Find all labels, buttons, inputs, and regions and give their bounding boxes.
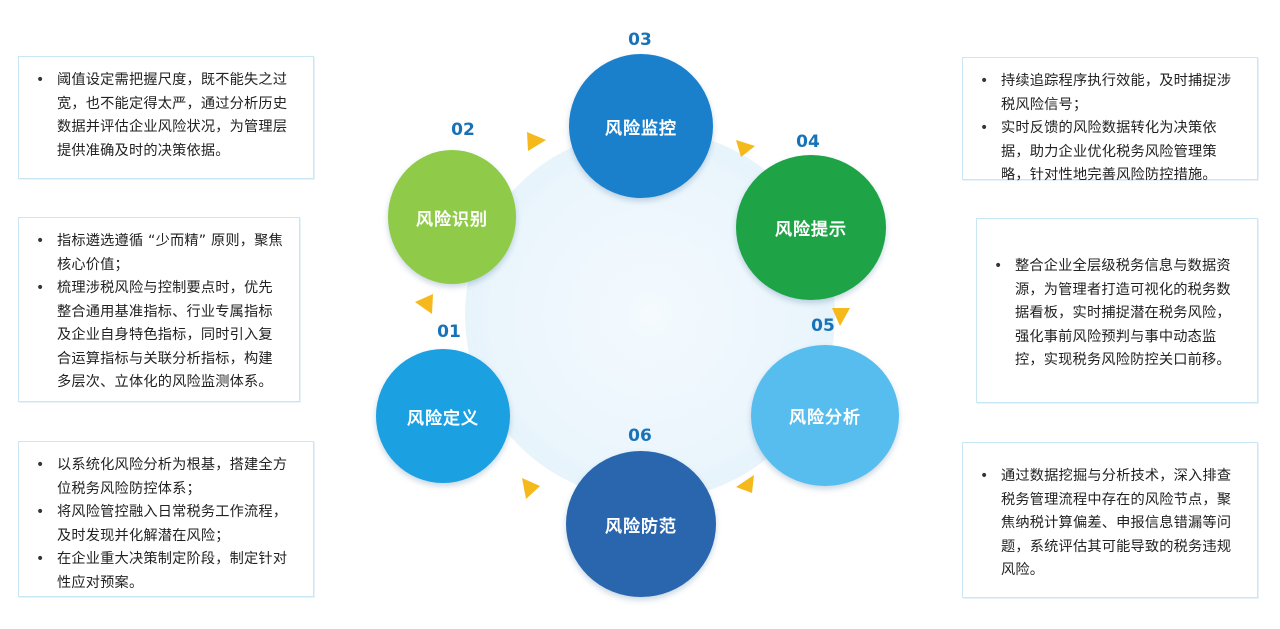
info-box-bottom-right: 通过数据挖掘与分析技术，深入排查税务管理流程中存在的风险节点，聚焦纳税计算偏差、… [962, 442, 1258, 598]
arrow-icon [415, 294, 433, 314]
node-risk-alert: 风险提示 [736, 155, 886, 300]
node-risk-monitoring: 风险监控 [569, 54, 713, 198]
arrow-icon [522, 478, 540, 499]
info-box-mid-right: 整合企业全层级税务信息与数据资源，为管理者打造可视化的税务数据看板，实时捕捉潜在… [976, 218, 1258, 403]
node-number: 01 [437, 322, 461, 342]
arrow-icon [736, 140, 755, 157]
node-label: 风险分析 [789, 408, 861, 428]
info-item: 持续追踪程序执行效能，及时捕捉涉税风险信号； [973, 70, 1243, 117]
info-item: 梳理涉税风险与控制要点时，优先整合通用基准指标、行业专属指标及企业自身特色指标，… [29, 277, 285, 395]
node-label: 风险识别 [416, 209, 488, 230]
info-box-bottom-left: 以系统化风险分析为根基，搭建全方位税务风险防控体系； 将风险管控融入日常税务工作… [18, 441, 314, 597]
info-item: 整合企业全层级税务信息与数据资源，为管理者打造可视化的税务数据看板，实时捕捉潜在… [987, 255, 1243, 373]
node-risk-definition: 风险定义 [376, 349, 510, 483]
node-risk-identification: 风险识别 [388, 150, 516, 284]
node-label: 风险定义 [407, 408, 479, 429]
info-item: 指标遴选遵循 “少而精” 原则，聚焦核心价值； [29, 230, 285, 277]
node-number: 05 [811, 316, 835, 336]
node-number: 06 [628, 426, 652, 446]
arrow-icon [736, 475, 754, 493]
info-box-top-left: 阈值设定需把握尺度，既不能失之过宽，也不能定得太严，通过分析历史数据并评估企业风… [18, 56, 314, 179]
node-number: 04 [796, 132, 820, 152]
info-item: 将风险管控融入日常税务工作流程，及时发现并化解潜在风险； [29, 501, 299, 548]
node-number: 03 [628, 30, 652, 50]
arrow-icon [527, 132, 546, 151]
info-item: 阈值设定需把握尺度，既不能失之过宽，也不能定得太严，通过分析历史数据并评估企业风… [29, 69, 299, 163]
info-item: 通过数据挖掘与分析技术，深入排查税务管理流程中存在的风险节点，聚焦纳税计算偏差、… [973, 465, 1243, 583]
node-label: 风险提示 [775, 220, 847, 240]
node-label: 风险监控 [605, 118, 677, 139]
info-box-top-right: 持续追踪程序执行效能，及时捕捉涉税风险信号； 实时反馈的风险数据转化为决策依据，… [962, 57, 1258, 183]
arrow-icon [832, 308, 850, 326]
info-box-mid-left: 指标遴选遵循 “少而精” 原则，聚焦核心价值； 梳理涉税风险与控制要点时，优先整… [18, 217, 300, 402]
node-number: 02 [451, 120, 475, 140]
info-item: 在企业重大决策制定阶段，制定针对性应对预案。 [29, 548, 299, 595]
node-risk-prevention: 风险防范 [566, 451, 716, 597]
node-risk-analysis: 风险分析 [751, 345, 899, 486]
info-item: 实时反馈的风险数据转化为决策依据，助力企业优化税务风险管理策略，针对性地完善风险… [973, 117, 1243, 188]
info-item: 以系统化风险分析为根基，搭建全方位税务风险防控体系； [29, 454, 299, 501]
node-label: 风险防范 [605, 516, 677, 537]
